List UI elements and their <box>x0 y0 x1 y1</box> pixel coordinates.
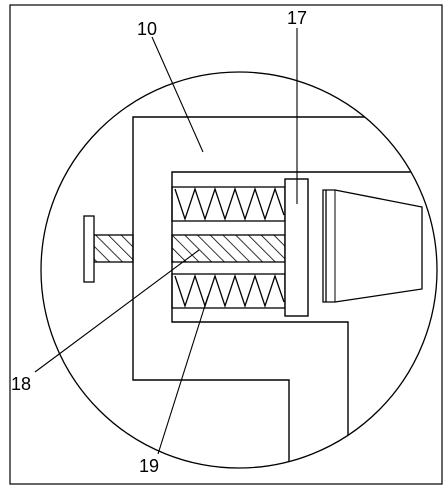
spring-19-top-coil <box>174 186 285 222</box>
leader-line-19 <box>157 295 209 455</box>
spring-19-bottom-housing <box>171 273 286 309</box>
detail-circle <box>40 71 438 469</box>
housing-inner-contour <box>171 171 437 468</box>
leader-line-10 <box>151 36 204 153</box>
leader-line-18 <box>34 249 200 373</box>
figure-frame <box>9 4 443 485</box>
threaded-rod-18-outer <box>93 234 134 263</box>
handle-knob <box>83 215 95 283</box>
spring-19-bottom-coil <box>174 273 285 309</box>
label-17: 17 <box>287 8 307 28</box>
threaded-rod-18-inner <box>171 234 286 263</box>
label-19: 19 <box>139 456 159 476</box>
label-10: 10 <box>137 19 157 39</box>
spring-19-top-housing <box>171 186 286 222</box>
label-18: 18 <box>11 374 31 394</box>
housing-outer-contour <box>132 116 437 468</box>
conical-head <box>322 189 423 303</box>
